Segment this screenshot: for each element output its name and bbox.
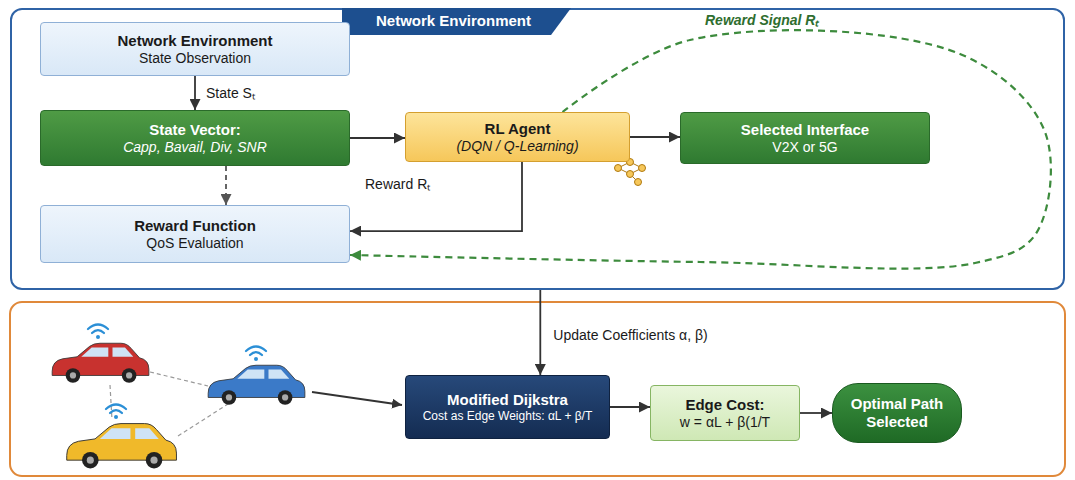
neural-net-icon [615, 159, 646, 186]
environment-panel: Network EnvironmentNetwork EnvironmentSt… [10, 8, 1065, 290]
flow-label: Reward Rₜ [362, 176, 433, 193]
box-title: Optimal Path Selected [843, 395, 951, 431]
box-title: Modified Dijkstra [447, 391, 568, 409]
routing-panel [10, 302, 1065, 476]
box-detail: V2X or 5G [772, 139, 837, 156]
interface-box: Selected InterfaceV2X or 5G [680, 112, 930, 164]
box-detail: Capp, Bavail, Div, SNR [123, 139, 267, 156]
connector-label: State Sₜ [203, 85, 258, 102]
arrow-connector [539, 290, 541, 375]
box-detail: w = αL + β(1/T [680, 414, 770, 431]
agent-box: RL Agent(DQN / Q-Learning) [405, 112, 630, 162]
blue-car [208, 365, 305, 405]
box-detail: (DQN / Q-Learning) [456, 138, 578, 155]
box-title: RL Agent [485, 120, 551, 138]
arrow-connector [194, 76, 196, 110]
red-car [52, 343, 149, 383]
box-detail: QoS Evaluation [146, 235, 243, 252]
box-title: Network Environment [117, 32, 272, 50]
arrow-connector [630, 136, 680, 138]
arrow-connector [800, 412, 832, 414]
box-title: Reward Function [134, 217, 256, 235]
connector-label: Update Coefficients α, β) [550, 327, 710, 344]
box-detail: State Observation [139, 50, 251, 67]
box-title: Edge Cost: [685, 396, 764, 414]
connector-label: Reward Signal Rₜ [702, 12, 821, 29]
wifi-icon [88, 325, 108, 340]
vehicle-arrow [312, 392, 402, 405]
box-detail: Cost as Edge Weights: αL + β/T [423, 409, 593, 423]
box-title: State Vector: [149, 121, 241, 139]
panel-heading: Network Environment [342, 8, 571, 35]
arrow-connector [350, 162, 522, 231]
edge-cost-box: Edge Cost:w = αL + β(1/T [650, 385, 800, 441]
reward-box: Reward FunctionQoS Evaluation [40, 205, 350, 263]
result-box: Optimal Path Selected [832, 383, 962, 443]
wifi-icon [106, 405, 126, 420]
observation-box: Network EnvironmentState Observation [40, 22, 350, 76]
wifi-icon [246, 347, 266, 362]
dashed-connector [350, 30, 1051, 268]
dashed-connector [225, 166, 227, 205]
dijkstra-box: Modified DijkstraCost as Edge Weights: α… [405, 375, 610, 439]
box-title: Selected Interface [741, 121, 869, 139]
state-vector-box: State Vector:Capp, Bavail, Div, SNR [40, 110, 350, 166]
yellow-car [67, 424, 177, 469]
arrow-connector [350, 137, 405, 139]
arrow-connector [610, 406, 650, 408]
